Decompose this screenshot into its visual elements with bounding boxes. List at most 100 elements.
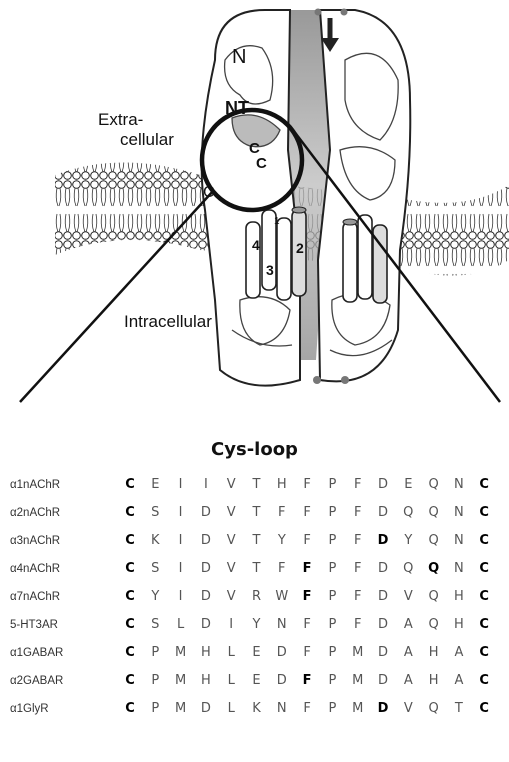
residue: S [147, 505, 163, 520]
residue: C [476, 589, 492, 604]
residue: D [198, 533, 214, 548]
residue: Q [426, 589, 442, 604]
residue: C [476, 505, 492, 520]
residue: M [350, 673, 366, 688]
residue: K [147, 533, 163, 548]
residue: C [476, 477, 492, 492]
c-terminus-label: C [203, 184, 215, 202]
residue: F [299, 617, 315, 632]
transmembrane-helices-right [343, 215, 387, 303]
residue: F [299, 701, 315, 716]
receptor-subunit-name: α2nAChR [10, 507, 60, 519]
residue: Y [147, 589, 163, 604]
residue: N [274, 701, 290, 716]
residue: I [173, 589, 189, 604]
residue: T [249, 561, 265, 576]
residue: D [375, 505, 391, 520]
residue: I [173, 533, 189, 548]
receptor-subunit-name: α1nAChR [10, 479, 60, 491]
receptor-subunit-name: α7nAChR [10, 591, 60, 603]
residue: I [198, 477, 214, 492]
residue: I [173, 477, 189, 492]
intracellular-label: Intracellular [124, 312, 212, 332]
receptor-subunit-name: α4nAChR [10, 563, 60, 575]
residue: E [249, 645, 265, 660]
residue: Q [426, 477, 442, 492]
residue: P [324, 477, 340, 492]
residue: E [249, 673, 265, 688]
residue: C [476, 561, 492, 576]
residue: I [173, 505, 189, 520]
residue: C [476, 645, 492, 660]
helix-2-label: 2 [296, 240, 304, 256]
receptor-illustration [0, 0, 509, 430]
residue: M [173, 673, 189, 688]
residue: F [350, 561, 366, 576]
residue: T [249, 505, 265, 520]
residue: V [400, 589, 416, 604]
residue: Y [400, 533, 416, 548]
residue: I [173, 561, 189, 576]
residue: F [350, 617, 366, 632]
residue: E [400, 477, 416, 492]
residue: D [375, 533, 391, 548]
residue: V [223, 505, 239, 520]
residue: L [223, 701, 239, 716]
residue: E [147, 477, 163, 492]
residue: F [299, 561, 315, 576]
residue: C [122, 505, 138, 520]
residue: Q [400, 561, 416, 576]
residue: F [299, 589, 315, 604]
residue: T [451, 701, 467, 716]
residue: M [173, 645, 189, 660]
residue: P [147, 673, 163, 688]
residue: F [350, 477, 366, 492]
residue: D [375, 561, 391, 576]
residue: S [147, 617, 163, 632]
extracellular-label-1: Extra- [98, 110, 143, 130]
alignment-title: Cys-loop [0, 439, 509, 460]
alignment-row: 5-HT3ARCSLDIYNFPFDAQHC [0, 613, 509, 641]
residue: A [451, 645, 467, 660]
residue: H [274, 477, 290, 492]
residue: C [476, 533, 492, 548]
residue: C [122, 589, 138, 604]
residue: C [476, 701, 492, 716]
residue: Q [400, 505, 416, 520]
residue: P [324, 673, 340, 688]
residue: P [147, 701, 163, 716]
receptor-subunit-name: α1GlyR [10, 703, 49, 715]
receptor-subunit-name: α2GABAR [10, 675, 63, 687]
residue: V [223, 561, 239, 576]
residue: F [350, 589, 366, 604]
alignment-row: α2GABARCPMHLEDFPMDAHAC [0, 669, 509, 697]
residue: F [274, 505, 290, 520]
residue: D [198, 561, 214, 576]
residue: H [198, 645, 214, 660]
residue: V [223, 477, 239, 492]
residue: H [451, 589, 467, 604]
cys-c2-label: C [256, 155, 267, 172]
residue: A [400, 645, 416, 660]
residue: A [451, 673, 467, 688]
residue: Y [249, 617, 265, 632]
helix-4-label: 4 [252, 237, 260, 253]
residue: F [299, 477, 315, 492]
residue: N [451, 477, 467, 492]
residue: S [147, 561, 163, 576]
residue: F [299, 505, 315, 520]
residue: M [350, 645, 366, 660]
residue: M [173, 701, 189, 716]
residue: D [198, 589, 214, 604]
residue: L [223, 645, 239, 660]
nt-label: NT [225, 98, 249, 119]
alignment-row: α7nAChRCYIDVRWFPFDVQHC [0, 585, 509, 613]
residue: P [324, 617, 340, 632]
residue: H [198, 673, 214, 688]
residue: P [147, 645, 163, 660]
residue: D [375, 589, 391, 604]
